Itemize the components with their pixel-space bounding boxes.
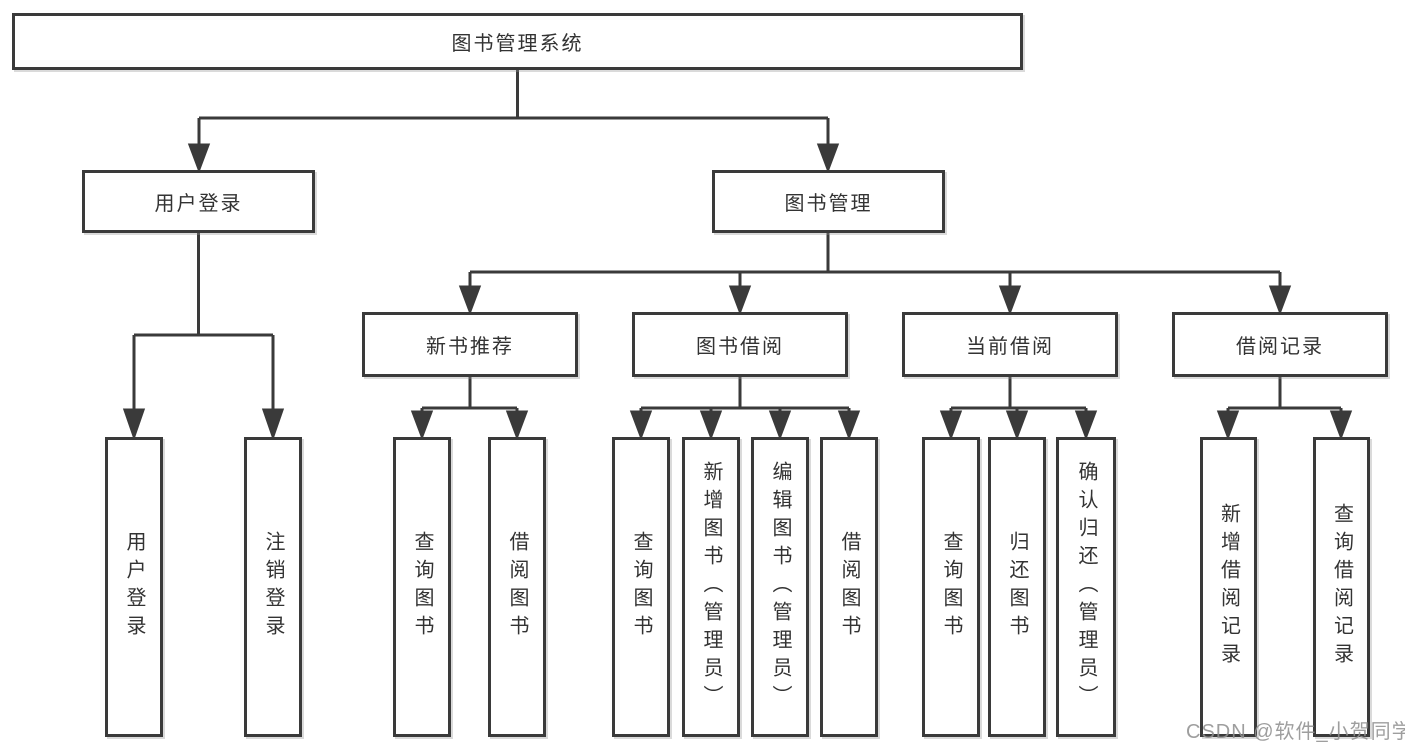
node-book-borrowing: 图书借阅 [632,312,848,377]
leaf-label: 新增借阅记录 [1217,503,1240,671]
leaf-return-books: 归还图书 [988,437,1046,737]
node-current-borrowing: 当前借阅 [902,312,1118,377]
leaf-confirm-return-admin: 确认归还（管理员） [1056,437,1116,737]
leaf-label: 新增图书（管理员） [700,461,722,713]
node-user-login: 用户登录 [82,170,315,233]
leaf-label: 查询借阅记录 [1330,503,1353,671]
arrowhead [1074,410,1098,441]
arrowhead [261,408,285,441]
arrowhead [768,410,792,441]
leaf-label: 查询图书 [940,531,962,643]
connector-newbook-to-leaves [410,377,529,441]
leaf-add-book-admin: 新增图书（管理员） [682,437,740,737]
node-root: 图书管理系统 [12,13,1023,70]
connector-root-to-level2 [187,70,840,174]
arrowhead [998,285,1022,316]
leaf-label: 借阅图书 [506,531,528,643]
leaf-query-books-current: 查询图书 [922,437,980,737]
leaf-label: 查询图书 [411,531,433,643]
node-borrowing-records: 借阅记录 [1172,312,1388,377]
arrowhead [1268,285,1292,316]
leaf-user-login: 用户登录 [105,437,163,737]
leaf-query-borrow-record: 查询借阅记录 [1313,437,1370,737]
arrowhead [837,410,861,441]
leaf-edit-book-admin: 编辑图书（管理员） [751,437,809,737]
arrowhead [187,143,211,174]
arrowhead [629,410,653,441]
leaf-add-borrow-record: 新增借阅记录 [1200,437,1257,737]
leaf-label: 编辑图书（管理员） [769,461,791,713]
arrowhead [505,410,529,441]
watermark: CSDN @软件_小贺同学 [1186,721,1405,743]
connector-borrow-to-leaves [629,377,861,441]
connector-mgmt-to-level3 [458,233,1292,316]
leaf-borrow-books-borrow: 借阅图书 [820,437,878,737]
arrowhead [939,410,963,441]
leaf-label: 注销登录 [262,531,284,643]
node-book-management: 图书管理 [712,170,945,233]
arrowhead [699,410,723,441]
leaf-borrow-books-newbook: 借阅图书 [488,437,546,737]
node-new-book-recommend: 新书推荐 [362,312,578,377]
connector-login-to-leaves [122,233,285,441]
arrowhead [1005,410,1029,441]
arrowhead [122,408,146,441]
leaf-label: 用户登录 [123,531,145,643]
arrowhead [1216,410,1240,441]
arrowhead [1329,410,1353,441]
arrowhead [728,285,752,316]
connector-current-to-leaves [939,377,1098,441]
leaf-label: 归还图书 [1006,531,1028,643]
arrowhead [410,410,434,441]
arrowhead [458,285,482,316]
arrowhead [816,143,840,174]
leaf-label: 查询图书 [630,531,652,643]
leaf-query-books-borrow: 查询图书 [612,437,670,737]
leaf-label: 借阅图书 [838,531,860,643]
leaf-query-books-newbook: 查询图书 [393,437,451,737]
leaf-label: 确认归还（管理员） [1075,461,1097,713]
leaf-logout: 注销登录 [244,437,302,737]
connector-records-to-leaves [1216,377,1353,441]
